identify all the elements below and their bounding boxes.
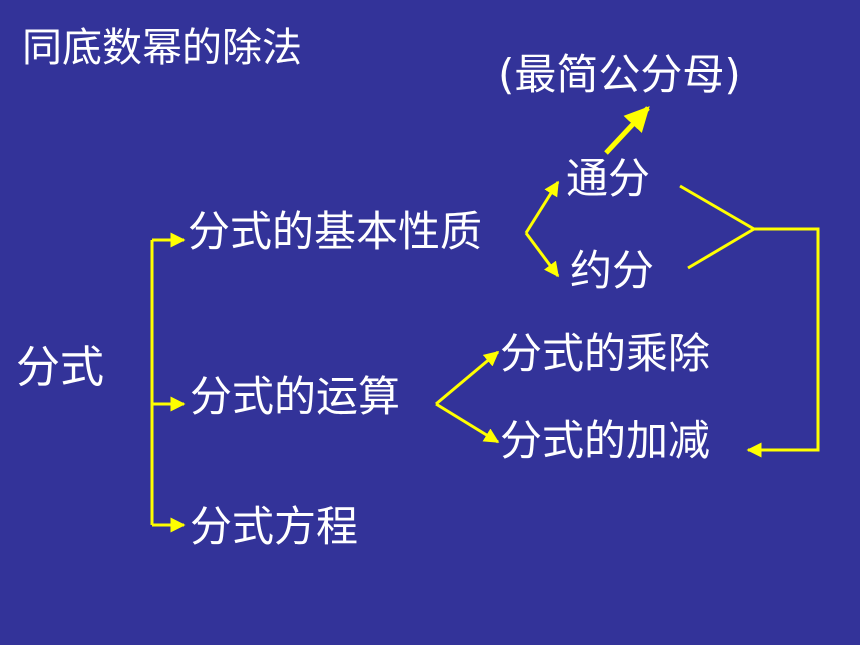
merge-line-top [679, 184, 755, 231]
branch-equations: 分式方程 [190, 502, 359, 551]
merge-route [746, 227, 820, 458]
merge-line-bottom [687, 227, 755, 270]
child-common-denominator: 通分 [566, 154, 651, 203]
slide-title: 同底数幂的除法 [22, 25, 302, 71]
arrow-to-add-sub [435, 402, 500, 444]
branch-properties: 分式的基本性质 [188, 207, 483, 256]
child-add-sub: 分式的加减 [500, 416, 711, 465]
child-mul-div: 分式的乘除 [500, 329, 711, 378]
arrow-to-reduction [524, 232, 560, 278]
branch-operations: 分式的运算 [190, 372, 401, 421]
child-reduction: 约分 [570, 246, 655, 295]
note-label: (最简公分母) [498, 50, 741, 99]
arrow-to-note [604, 106, 650, 155]
root-label: 分式 [16, 342, 104, 393]
arrow-to-mul-div [435, 350, 500, 406]
arrow-to-common-denominator [524, 180, 560, 234]
